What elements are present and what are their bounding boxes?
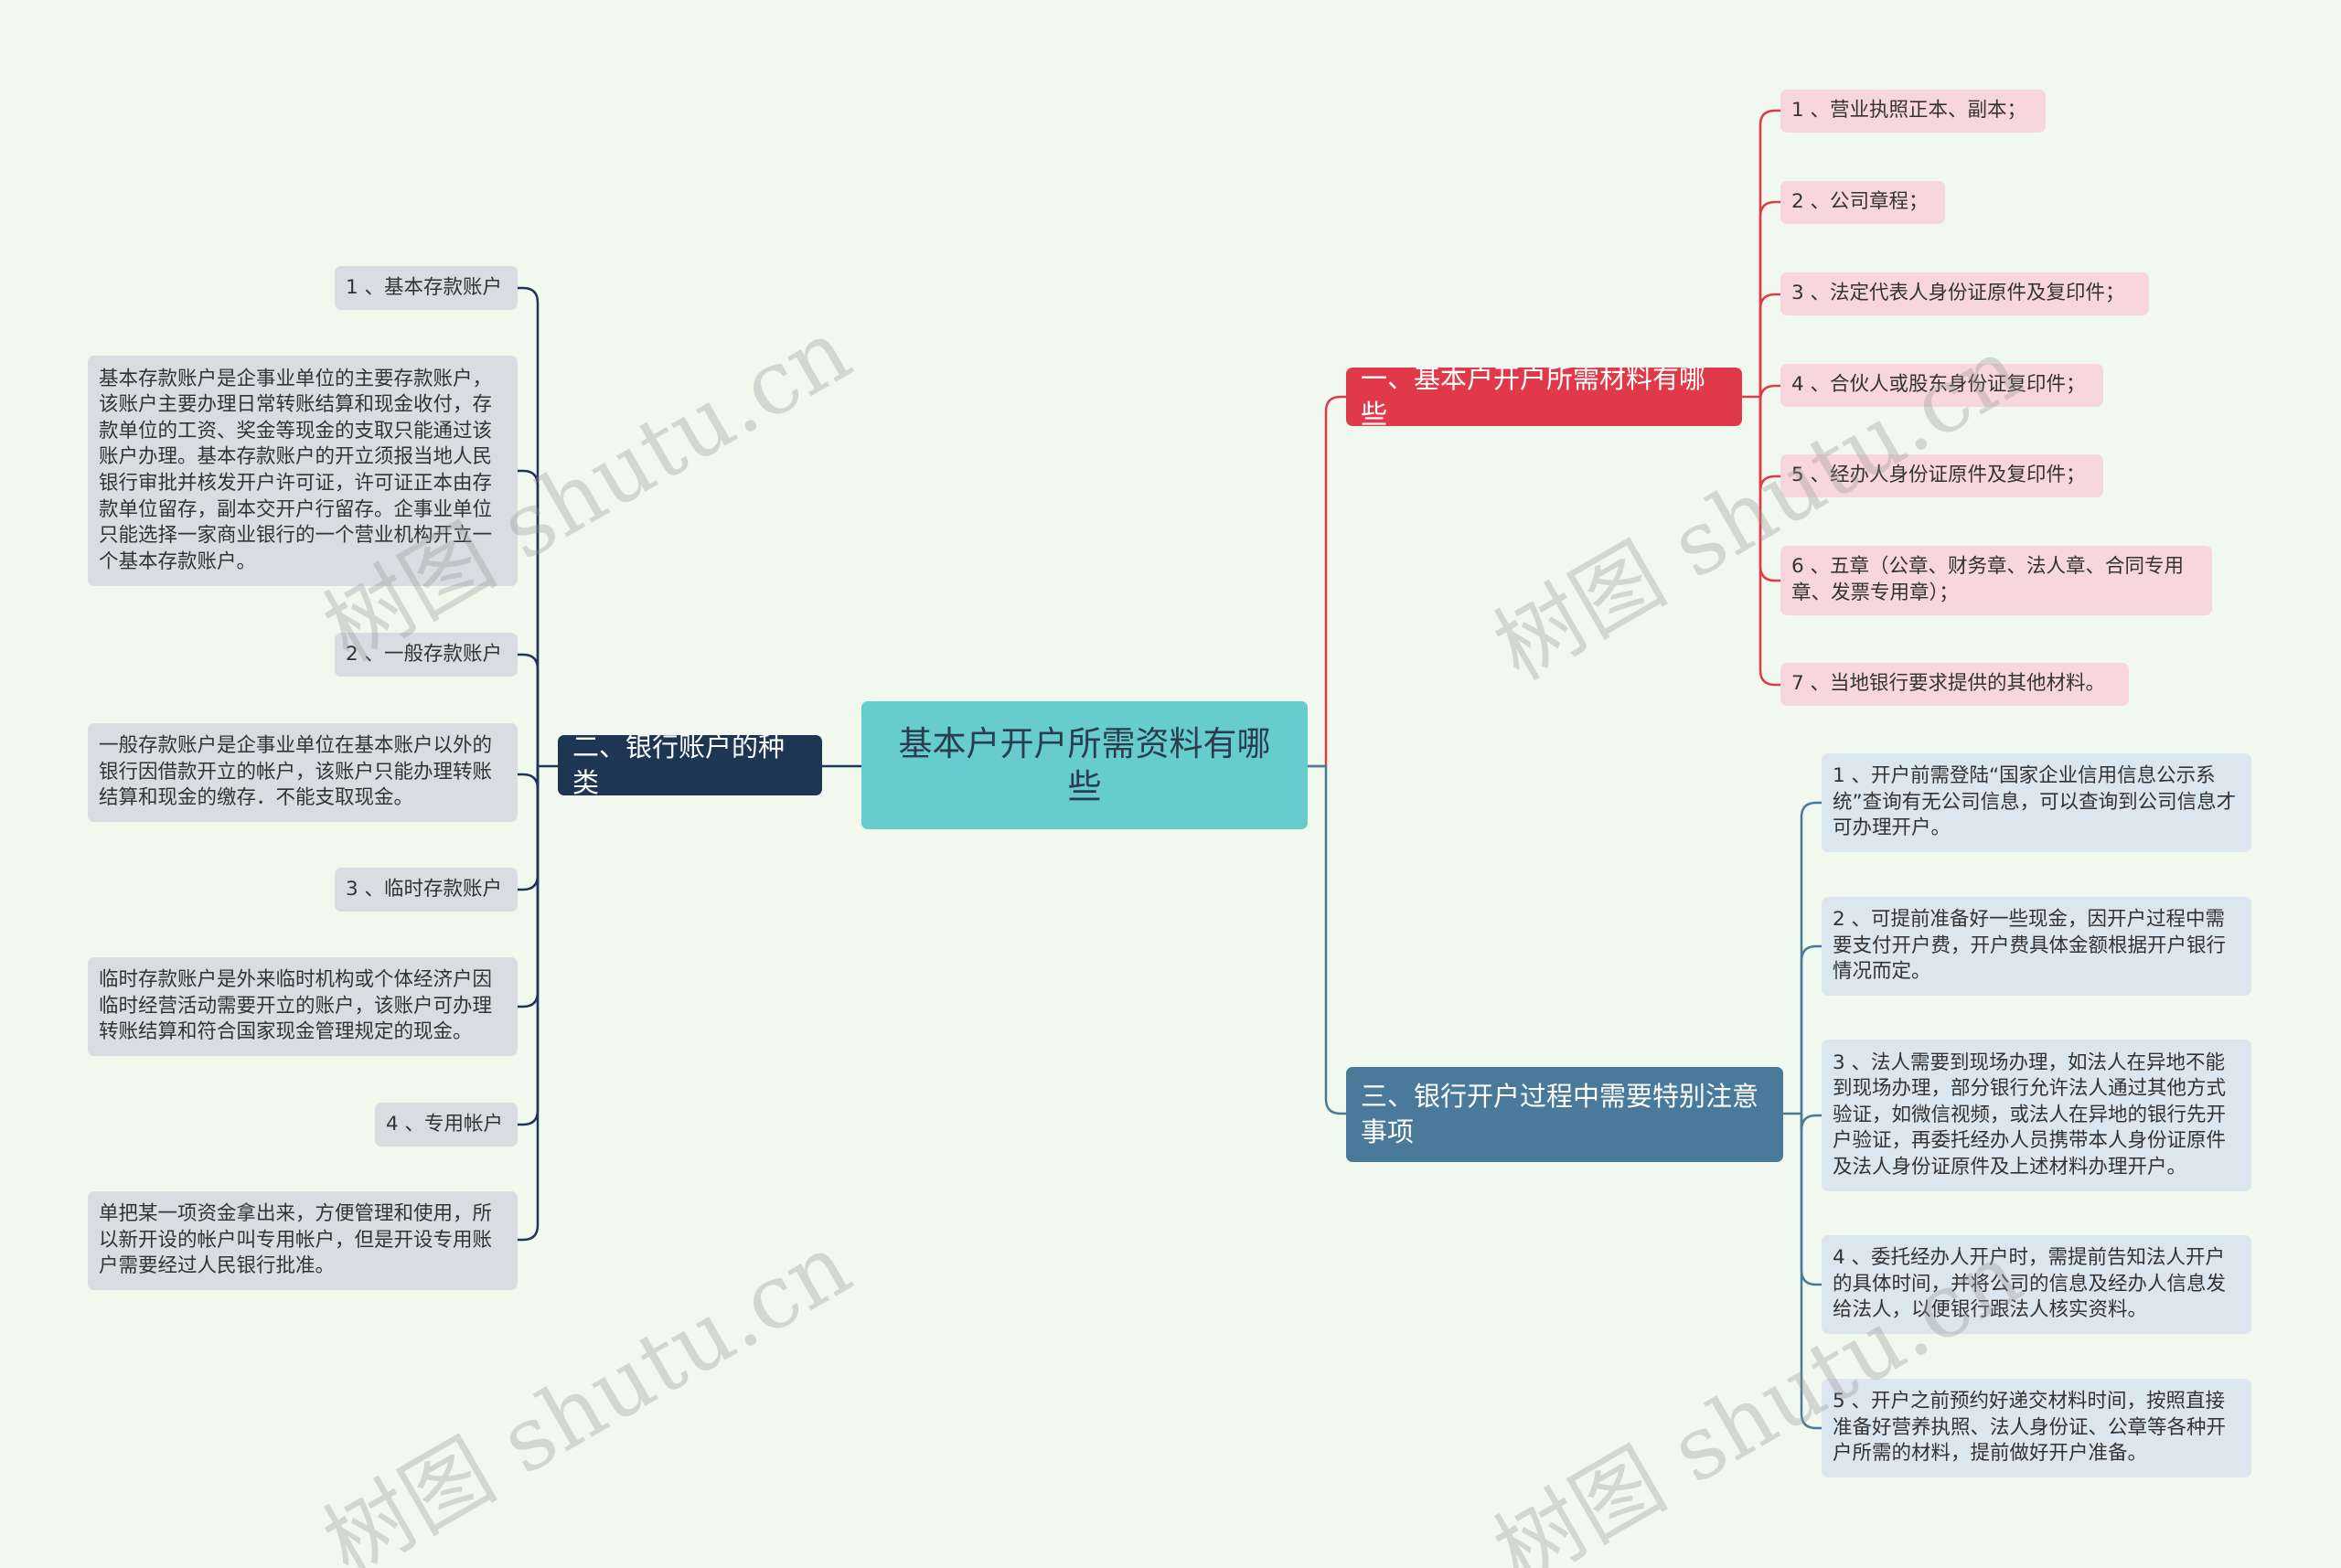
links-branch-1 [1742,109,1780,687]
leaf-type-general-title[interactable]: 2 、一般存款账户 [335,633,518,677]
leaf-materials-5[interactable]: 5 、经办人身份证原件及复印件； [1780,454,2103,497]
leaf-materials-2[interactable]: 2 、公司章程； [1780,181,1945,224]
leaf-type-basic-title[interactable]: 1 、基本存款账户 [335,266,518,310]
branch-precautions[interactable]: 三、银行开户过程中需要特别注意事项 [1346,1067,1783,1162]
leaf-materials-4[interactable]: 4 、合伙人或股东身份证复印件； [1780,364,2103,407]
link-root-branch-1 [1308,395,1346,768]
branch-materials[interactable]: 一、基本户开户所需材料有哪些 [1346,368,1742,426]
leaf-precaution-5[interactable]: 5 、开户之前预约好递交材料时间，按照直接准备好营养执照、法人身份证、公章等各种… [1822,1379,2251,1477]
leaf-materials-1[interactable]: 1 、营业执照正本、副本； [1780,90,2046,133]
leaf-type-special-title[interactable]: 4 、专用帐户 [375,1103,518,1147]
leaf-type-special-desc[interactable]: 单把某一项资金拿出来，方便管理和使用，所以新开设的帐户叫专用帐户，但是开设专用账… [88,1191,518,1290]
leaf-materials-6[interactable]: 6 、五章（公章、财务章、法人章、合同专用章、发票专用章）； [1780,546,2212,615]
branch-account-types[interactable]: 二、银行账户的种类 [558,735,822,795]
links-branch-2 [518,286,558,1242]
leaf-precaution-4[interactable]: 4 、委托经办人开户时，需提前告知法人开户的具体时间，并将公司的信息及经办人信息… [1822,1235,2251,1334]
leaf-precaution-3[interactable]: 3 、法人需要到现场办理，如法人在异地不能到现场办理，部分银行允许法人通过其他方… [1822,1040,2251,1191]
leaf-materials-7[interactable]: 7 、当地银行要求提供的其他材料。 [1780,663,2129,706]
links-branch-3 [1783,801,1822,1430]
root-topic[interactable]: 基本户开户所需资料有哪些 [861,701,1308,829]
link-root-branch-3 [1308,764,1346,1115]
leaf-materials-3[interactable]: 3 、法定代表人身份证原件及复印件； [1780,272,2149,315]
leaf-type-basic-desc[interactable]: 基本存款账户是企事业单位的主要存款账户，该账户主要办理日常转账结算和现金收付，存… [88,356,518,586]
leaf-type-temporary-desc[interactable]: 临时存款账户是外来临时机构或个体经济户因临时经营活动需要开立的账户，该账户可办理… [88,957,518,1056]
leaf-type-temporary-title[interactable]: 3 、临时存款账户 [335,868,518,912]
leaf-precaution-1[interactable]: 1 、开户前需登陆“国家企业信用信息公示系统”查询有无公司信息，可以查询到公司信… [1822,753,2251,852]
leaf-precaution-2[interactable]: 2 、可提前准备好一些现金，因开户过程中需要支付开户费，开户费具体金额根据开户银… [1822,897,2251,996]
leaf-type-general-desc[interactable]: 一般存款账户是企事业单位在基本账户以外的银行因借款开立的帐户，该账户只能办理转账… [88,723,518,822]
